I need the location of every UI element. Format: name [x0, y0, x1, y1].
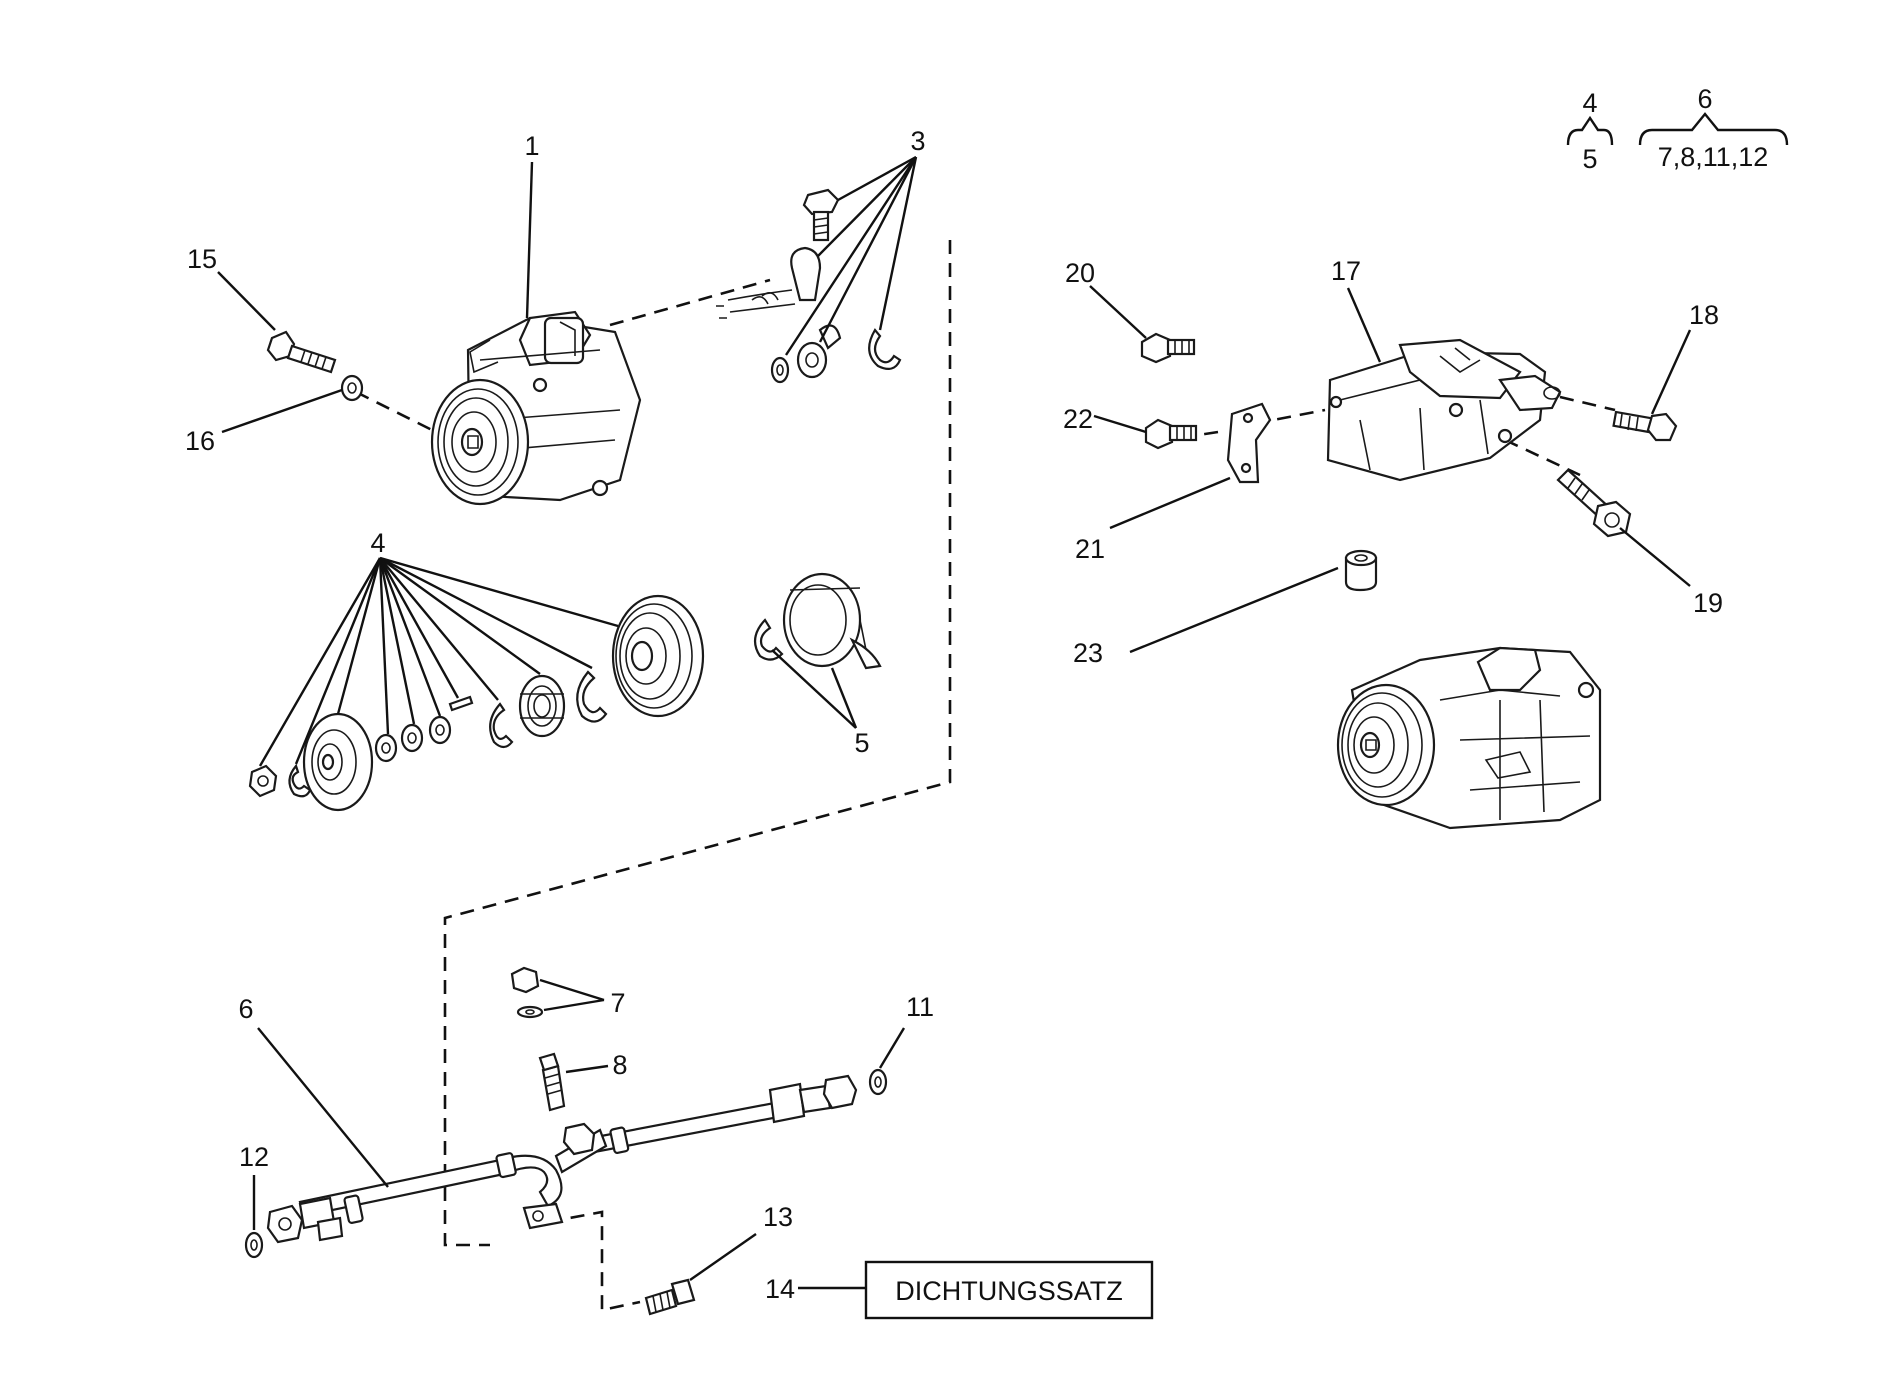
screw-13 [644, 1278, 696, 1316]
dashed-line-washer-to-compressor [355, 390, 433, 432]
assembly-dashed-lines [355, 240, 1616, 1312]
bolt-18 [1612, 410, 1678, 442]
snap-ring-3 [868, 328, 902, 371]
seal-kit-box: DICHTUNGSSATZ [864, 1260, 1154, 1320]
legend-group-a-top: 4 [1582, 88, 1597, 118]
dashed-frame-line [443, 240, 952, 1247]
legend-group-b-bottom: 7,8,11,12 [1658, 142, 1769, 172]
nut-4 [248, 764, 278, 798]
label-4: 4 [370, 528, 385, 558]
snap-ring-4b [489, 702, 514, 749]
snap-ring-4a [288, 763, 312, 798]
spacer-23 [1344, 549, 1378, 592]
washer-16 [340, 374, 364, 402]
bearing-4 [518, 674, 566, 738]
key-4 [448, 695, 474, 712]
dashed-line-compressor-to-hardware [609, 278, 771, 327]
washer-7 [516, 1005, 544, 1019]
label-1: 1 [524, 131, 539, 161]
label-16: 16 [185, 426, 215, 456]
bolt-20 [1140, 332, 1196, 364]
leader-lines [217, 155, 1692, 1290]
bolt-19 [1556, 468, 1632, 538]
plate-21 [1226, 402, 1272, 484]
label-15: 15 [187, 244, 217, 274]
label-21: 21 [1075, 534, 1105, 564]
dashed-line-bracket-to-bolt18 [1559, 395, 1616, 412]
label-14: 14 [765, 1274, 795, 1304]
label-12: 12 [239, 1142, 269, 1172]
bracket-17 [1326, 338, 1562, 482]
legend-group-a-bottom: 5 [1582, 144, 1597, 174]
dashed-line-bracket-to-screw [547, 1210, 641, 1312]
label-19: 19 [1693, 588, 1723, 618]
label-6: 6 [238, 994, 253, 1024]
legend-group-b-top: 6 [1697, 84, 1712, 114]
part-number-labels: 1 3 4 5 6 7 8 11 12 13 14 15 16 17 18 19… [185, 126, 1723, 1304]
label-17: 17 [1331, 256, 1361, 286]
o-ring-12 [244, 1231, 264, 1259]
coil-5 [782, 572, 882, 670]
seal-kit-label: DICHTUNGSSATZ [895, 1276, 1123, 1306]
dashed-line-bolt22-to-plate [1191, 430, 1219, 438]
legend-brace-a [1566, 115, 1614, 146]
label-5: 5 [854, 728, 869, 758]
snap-ring-4c [576, 670, 608, 723]
hose-6 [266, 1074, 858, 1244]
label-11: 11 [906, 992, 934, 1022]
shims-4 [374, 715, 452, 763]
clutch-plate-4 [302, 712, 374, 812]
snap-ring-5 [753, 618, 784, 661]
label-22: 22 [1063, 404, 1093, 434]
o-ring-11 [868, 1068, 888, 1096]
valve-8 [538, 1052, 566, 1112]
bracket-clip-6 [522, 1202, 564, 1230]
bolt-22 [1144, 418, 1198, 450]
bolt-3 [802, 188, 840, 242]
pulley-4 [611, 594, 705, 718]
label-18: 18 [1689, 300, 1719, 330]
legend-brace-b [1638, 112, 1789, 146]
wiring-clip-3 [716, 246, 842, 350]
connector-3 [770, 341, 828, 384]
dashed-line-plate-to-bracket [1231, 408, 1326, 430]
legend: 4 5 6 7,8,11,12 [1566, 84, 1789, 174]
label-23: 23 [1073, 638, 1103, 668]
bolt-15 [266, 330, 337, 374]
label-3: 3 [910, 126, 925, 156]
label-8: 8 [612, 1050, 627, 1080]
label-13: 13 [763, 1202, 793, 1232]
label-7: 7 [610, 988, 625, 1018]
label-20: 20 [1065, 258, 1095, 288]
nut-7 [510, 966, 540, 994]
compressor-1 [430, 310, 642, 506]
compressor-view [1336, 646, 1602, 830]
dashed-line-bracket-to-bolt19 [1504, 438, 1581, 477]
